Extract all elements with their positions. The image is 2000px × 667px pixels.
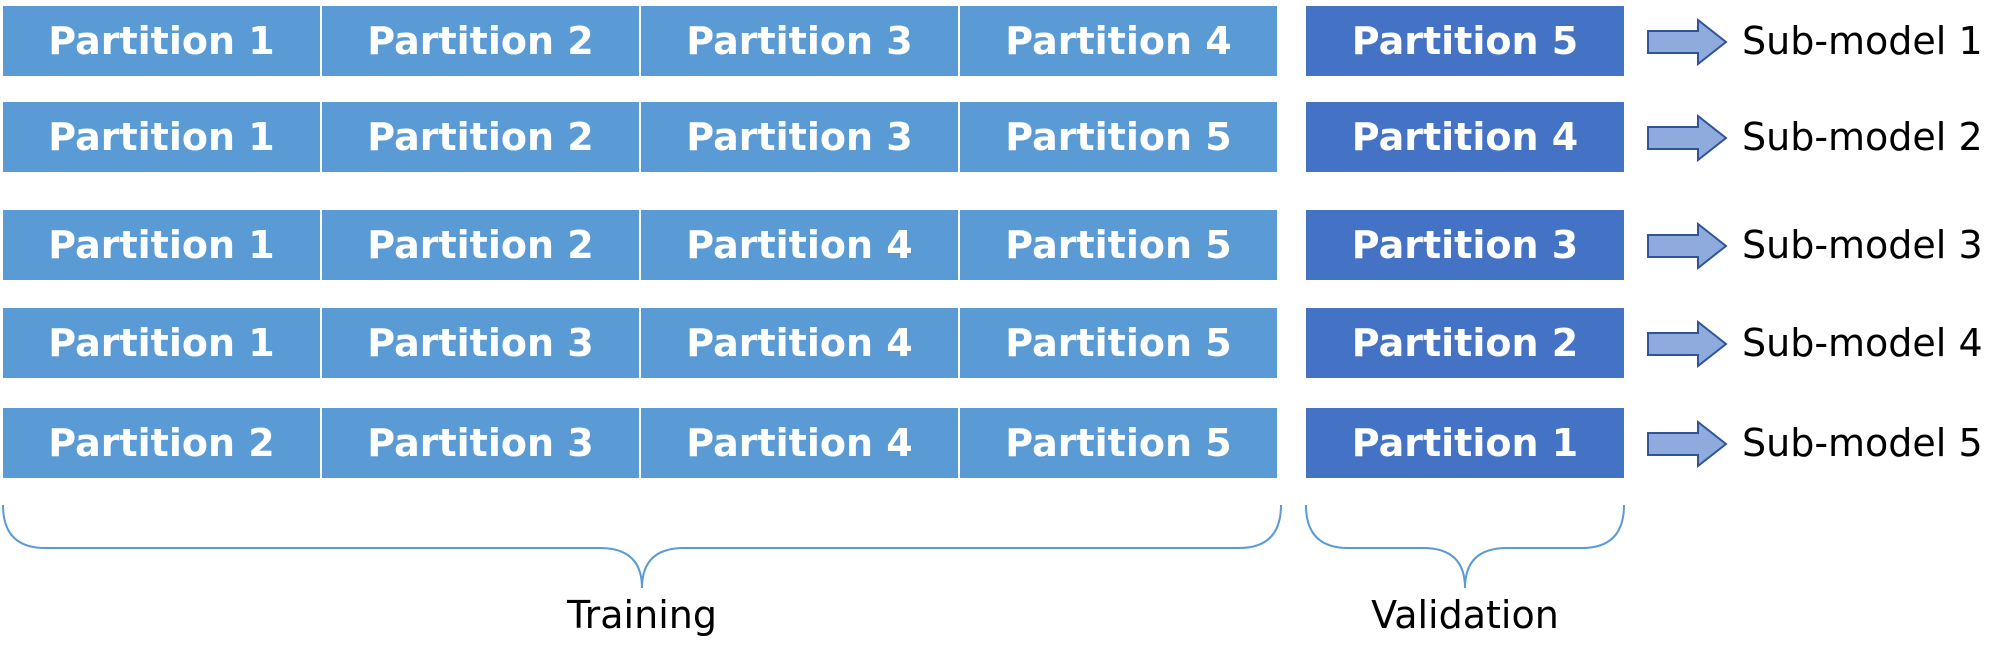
right-arrow-icon: [1647, 222, 1728, 270]
validation-partition-cell: Partition 2: [1306, 308, 1624, 378]
training-partition-cell: Partition 3: [641, 102, 958, 172]
sub-model-label: Sub-model 4: [1742, 321, 1983, 365]
sub-model-label: Sub-model 2: [1742, 115, 1983, 159]
validation-partition-cell: Partition 5: [1306, 6, 1624, 76]
training-partition-cell: Partition 3: [641, 6, 958, 76]
training-partition-cell: Partition 4: [960, 6, 1277, 76]
training-partition-cell: Partition 5: [960, 210, 1277, 280]
validation-partition-cell: Partition 1: [1306, 408, 1624, 478]
training-partition-cell: Partition 3: [322, 408, 639, 478]
right-arrow-icon: [1647, 114, 1728, 162]
training-partition-cell: Partition 1: [3, 6, 320, 76]
training-label: Training: [567, 593, 717, 637]
training-brace-icon: [2, 504, 1282, 589]
training-partition-cell: Partition 2: [322, 210, 639, 280]
right-arrow-icon: [1647, 320, 1728, 368]
sub-model-label: Sub-model 1: [1742, 19, 1983, 63]
validation-partition-cell: Partition 3: [1306, 210, 1624, 280]
training-partition-cell: Partition 5: [960, 308, 1277, 378]
training-partition-cell: Partition 1: [3, 308, 320, 378]
validation-partition-cell: Partition 4: [1306, 102, 1624, 172]
training-partition-cell: Partition 1: [3, 102, 320, 172]
group-braces: [2, 504, 1625, 589]
training-partition-cell: Partition 2: [3, 408, 320, 478]
right-arrow-icon: [1647, 18, 1728, 66]
sub-model-label: Sub-model 5: [1742, 421, 1983, 465]
training-partition-cell: Partition 3: [322, 308, 639, 378]
validation-label: Validation: [1371, 593, 1559, 637]
validation-brace-icon: [1305, 504, 1625, 589]
training-partition-cell: Partition 5: [960, 408, 1277, 478]
training-partition-cell: Partition 4: [641, 408, 958, 478]
training-partition-cell: Partition 2: [322, 6, 639, 76]
training-partition-cell: Partition 2: [322, 102, 639, 172]
right-arrow-icon: [1647, 420, 1728, 468]
training-partition-cell: Partition 4: [641, 308, 958, 378]
training-partition-cell: Partition 5: [960, 102, 1277, 172]
training-partition-cell: Partition 1: [3, 210, 320, 280]
sub-model-label: Sub-model 3: [1742, 223, 1983, 267]
training-partition-cell: Partition 4: [641, 210, 958, 280]
